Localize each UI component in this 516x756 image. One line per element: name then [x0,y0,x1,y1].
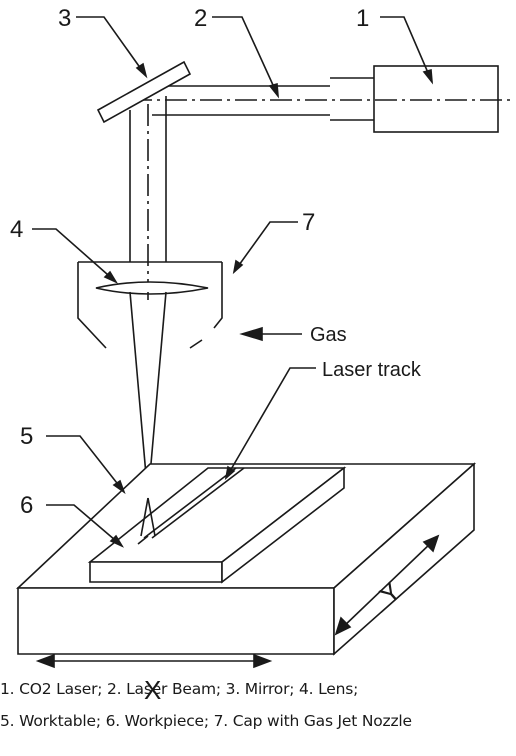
callout-5: 5 [20,423,33,450]
callout-1: 1 [356,5,369,32]
laser-track-label: Laser track [322,359,422,381]
laser-beam-vertical [129,96,167,290]
gas-label: Gas [310,324,347,346]
mirror [96,60,192,124]
caption-line-2: 5. Worktable; 6. Workpiece; 7. Cap with … [0,712,412,730]
x-axis-arrow [35,653,273,669]
y-axis-arrow [334,534,440,636]
x-axis-label: X [144,675,161,705]
gas-jet-cap [77,261,223,349]
gas-arrow [239,326,302,342]
callout-6: 6 [20,492,33,519]
callout-4: 4 [10,216,23,243]
lens [95,281,209,295]
callout-7: 7 [302,209,315,236]
co2-laser [330,65,499,133]
callout-leaders [32,16,434,548]
workpiece [87,466,347,584]
callout-2: 2 [194,5,207,32]
laser-beam-horizontal [130,85,510,116]
caption-line-1: 1. CO2 Laser; 2. Laser Beam; 3. Mirror; … [0,680,359,698]
beam-spot [140,497,156,537]
callout-3: 3 [58,5,71,32]
